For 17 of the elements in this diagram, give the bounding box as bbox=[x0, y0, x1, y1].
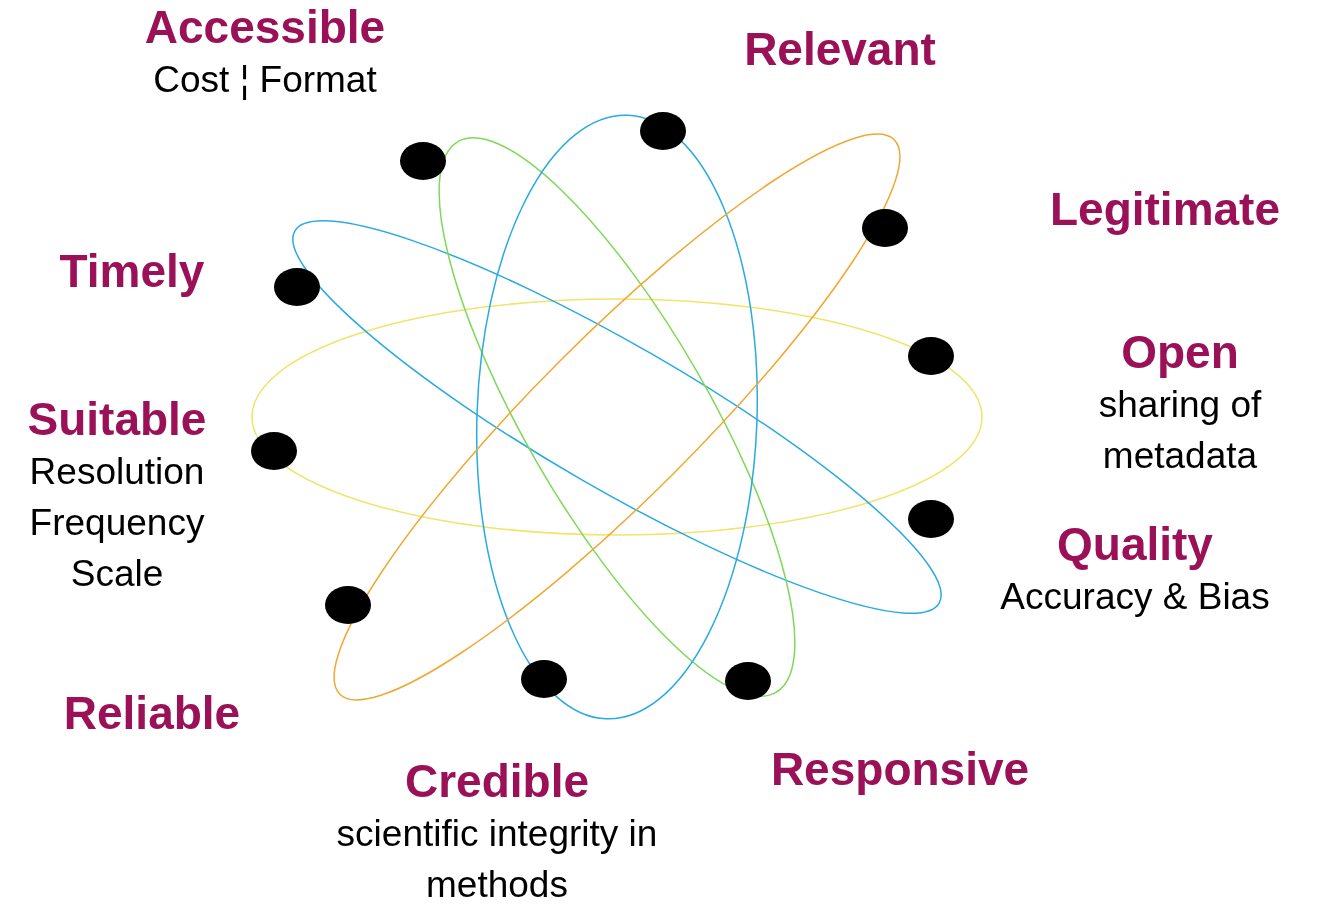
description-text: scientific integrity in methods bbox=[335, 812, 659, 907]
description-text: Frequency bbox=[28, 501, 206, 545]
heading: Relevant bbox=[744, 22, 936, 76]
heading: Legitimate bbox=[1050, 182, 1280, 236]
description-text: Resolution bbox=[28, 450, 206, 494]
heading: Credible bbox=[404, 754, 589, 808]
description-text: Cost ¦ Format bbox=[152, 58, 378, 102]
heading: Accessible bbox=[144, 0, 386, 54]
heading: Quality bbox=[1057, 517, 1213, 571]
description-text: Scale bbox=[69, 552, 165, 596]
description-text: Accuracy & Bias bbox=[999, 575, 1271, 619]
heading: Reliable bbox=[63, 686, 241, 740]
heading: Open bbox=[1121, 325, 1239, 379]
heading: Responsive bbox=[770, 742, 1030, 796]
heading: Timely bbox=[59, 244, 205, 298]
description-text: sharing of metadata bbox=[1097, 383, 1263, 478]
heading: Suitable bbox=[27, 392, 207, 446]
